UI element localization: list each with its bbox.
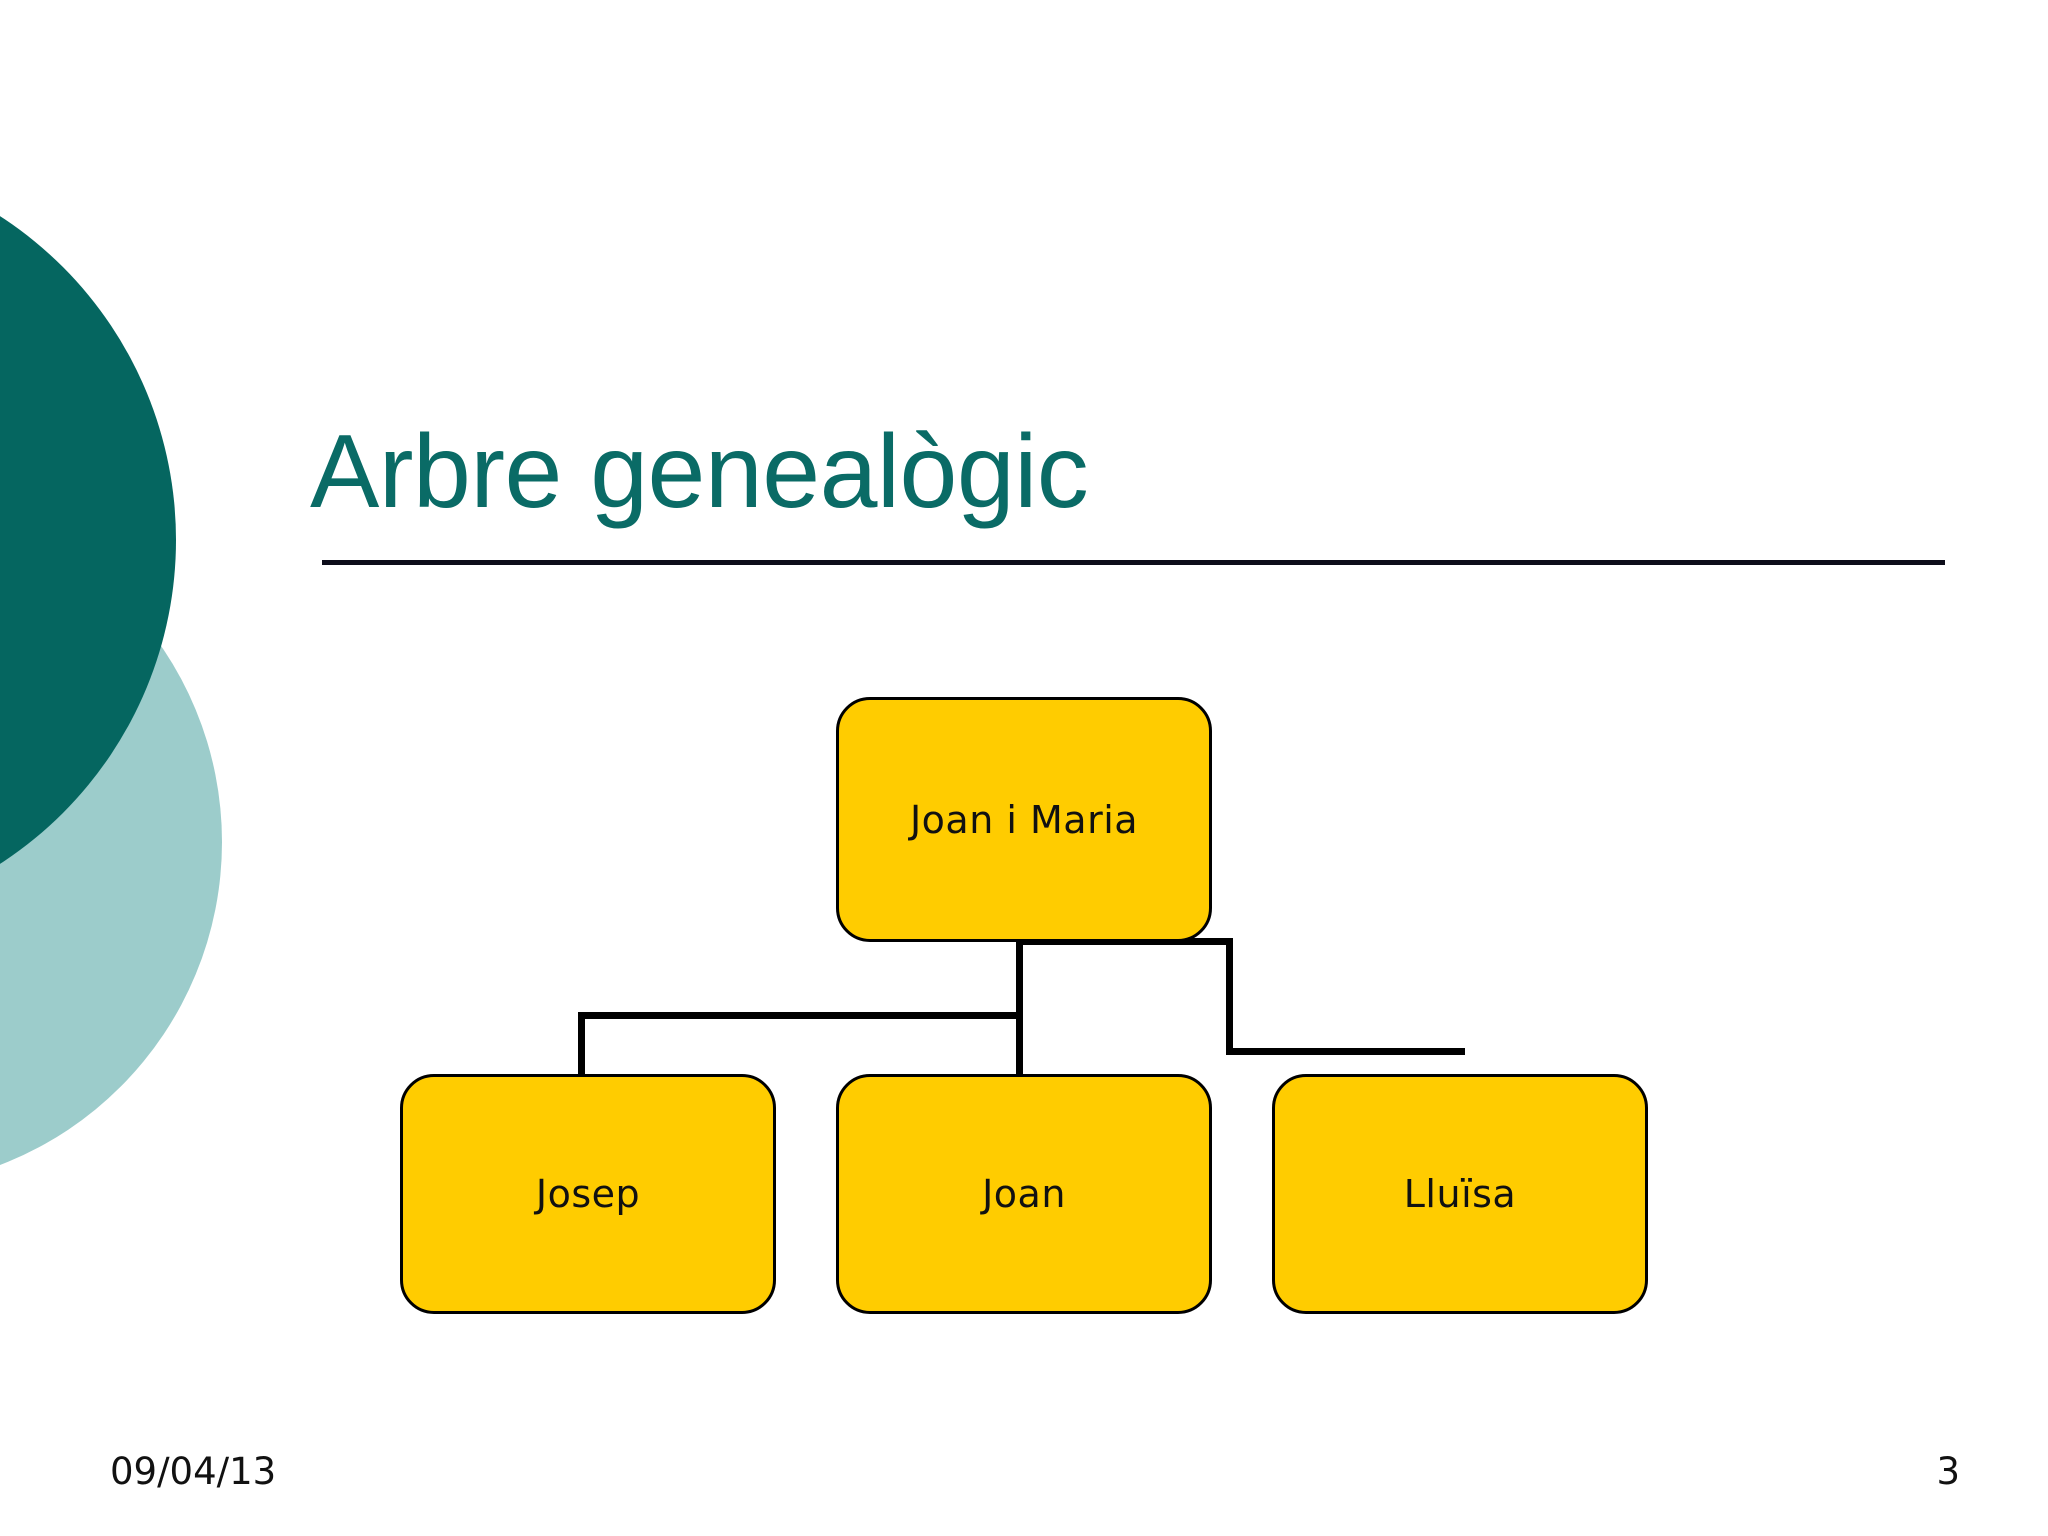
tree-node-child-joan[interactable]: Joan (836, 1074, 1212, 1314)
footer-date: 09/04/13 (110, 1450, 277, 1493)
title-block: Arbre genealògic (310, 414, 1950, 530)
connector-horizontal-lluisa (1226, 1048, 1465, 1055)
tree-node-label: Joan (982, 1172, 1066, 1216)
title-underline-rule (322, 560, 1945, 565)
connector-drop-josep (578, 1012, 585, 1078)
tree-node-label: Joan i Maria (909, 797, 1139, 842)
tree-node-child-josep[interactable]: Josep (400, 1074, 776, 1314)
connector-drop-right (1226, 938, 1233, 1055)
tree-node-root[interactable]: Joan i Maria (836, 697, 1212, 942)
tree-node-label: Josep (535, 1172, 641, 1216)
tree-node-child-lluisa[interactable]: Lluïsa (1272, 1074, 1648, 1314)
tree-node-label: Lluïsa (1403, 1172, 1517, 1216)
connector-root-stem (1016, 938, 1023, 1078)
footer-page-number: 3 (1936, 1450, 1960, 1493)
connector-horizontal-left (578, 1012, 1023, 1019)
page-title: Arbre genealògic (310, 414, 1089, 530)
